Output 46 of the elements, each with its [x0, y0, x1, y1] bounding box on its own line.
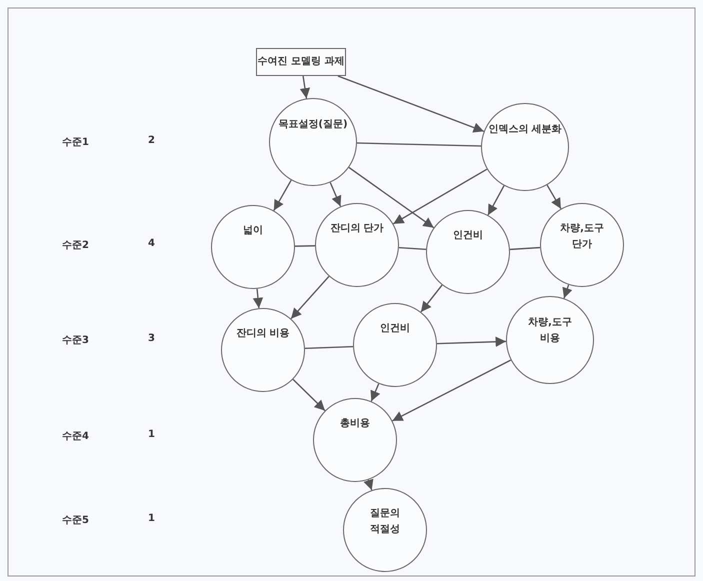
connector-line [356, 142, 482, 147]
connector-line [294, 245, 316, 247]
level-count: 4 [148, 238, 155, 249]
level-count: 3 [148, 333, 155, 344]
level-label: 수준4 [62, 430, 89, 443]
arrow [273, 180, 292, 211]
connector-line [510, 246, 540, 250]
arrow [252, 288, 264, 308]
node-label: 차량,도구 비용 [527, 316, 573, 346]
node-label: 목표설정(질문) [277, 118, 349, 132]
node-label: 넓이 [242, 224, 264, 238]
arrow [348, 166, 434, 228]
node-label: 인건비 [452, 229, 484, 244]
level-count: 2 [148, 135, 155, 146]
node-label: 차량,도구 단가 [559, 222, 605, 252]
arrow [300, 76, 310, 99]
arrow [392, 168, 488, 224]
level-label: 수준3 [62, 334, 89, 347]
level-count: 1 [148, 513, 155, 524]
connector-line [398, 247, 426, 250]
arrow [562, 284, 572, 298]
concept-circle [313, 398, 397, 482]
arrow [436, 336, 506, 347]
arrow [546, 184, 562, 210]
arrow [330, 182, 342, 207]
node-label: 질문의 적절성 [369, 507, 401, 538]
node-label: 수여진 모델링 과제 [256, 55, 346, 69]
node-label: 잔디의 단가 [329, 222, 385, 236]
node-label: 인건비 [379, 322, 411, 336]
arrow [420, 284, 443, 312]
level-label: 수준2 [62, 239, 89, 252]
node-label: 총비용 [339, 417, 371, 432]
level-label: 수준1 [62, 136, 89, 149]
arrow [370, 383, 380, 402]
arrow [290, 276, 330, 320]
level-count: 1 [148, 429, 155, 440]
arrow [338, 75, 484, 133]
arrow [292, 378, 326, 412]
title-box [256, 48, 346, 76]
connector-line [304, 346, 354, 350]
arrow [487, 185, 505, 216]
level-label: 수준5 [62, 514, 89, 527]
arrow [364, 478, 374, 490]
arrow [392, 360, 512, 422]
node-label: 인덱스의 세분화 [487, 123, 563, 138]
node-label: 잔디의 비용 [235, 327, 291, 342]
